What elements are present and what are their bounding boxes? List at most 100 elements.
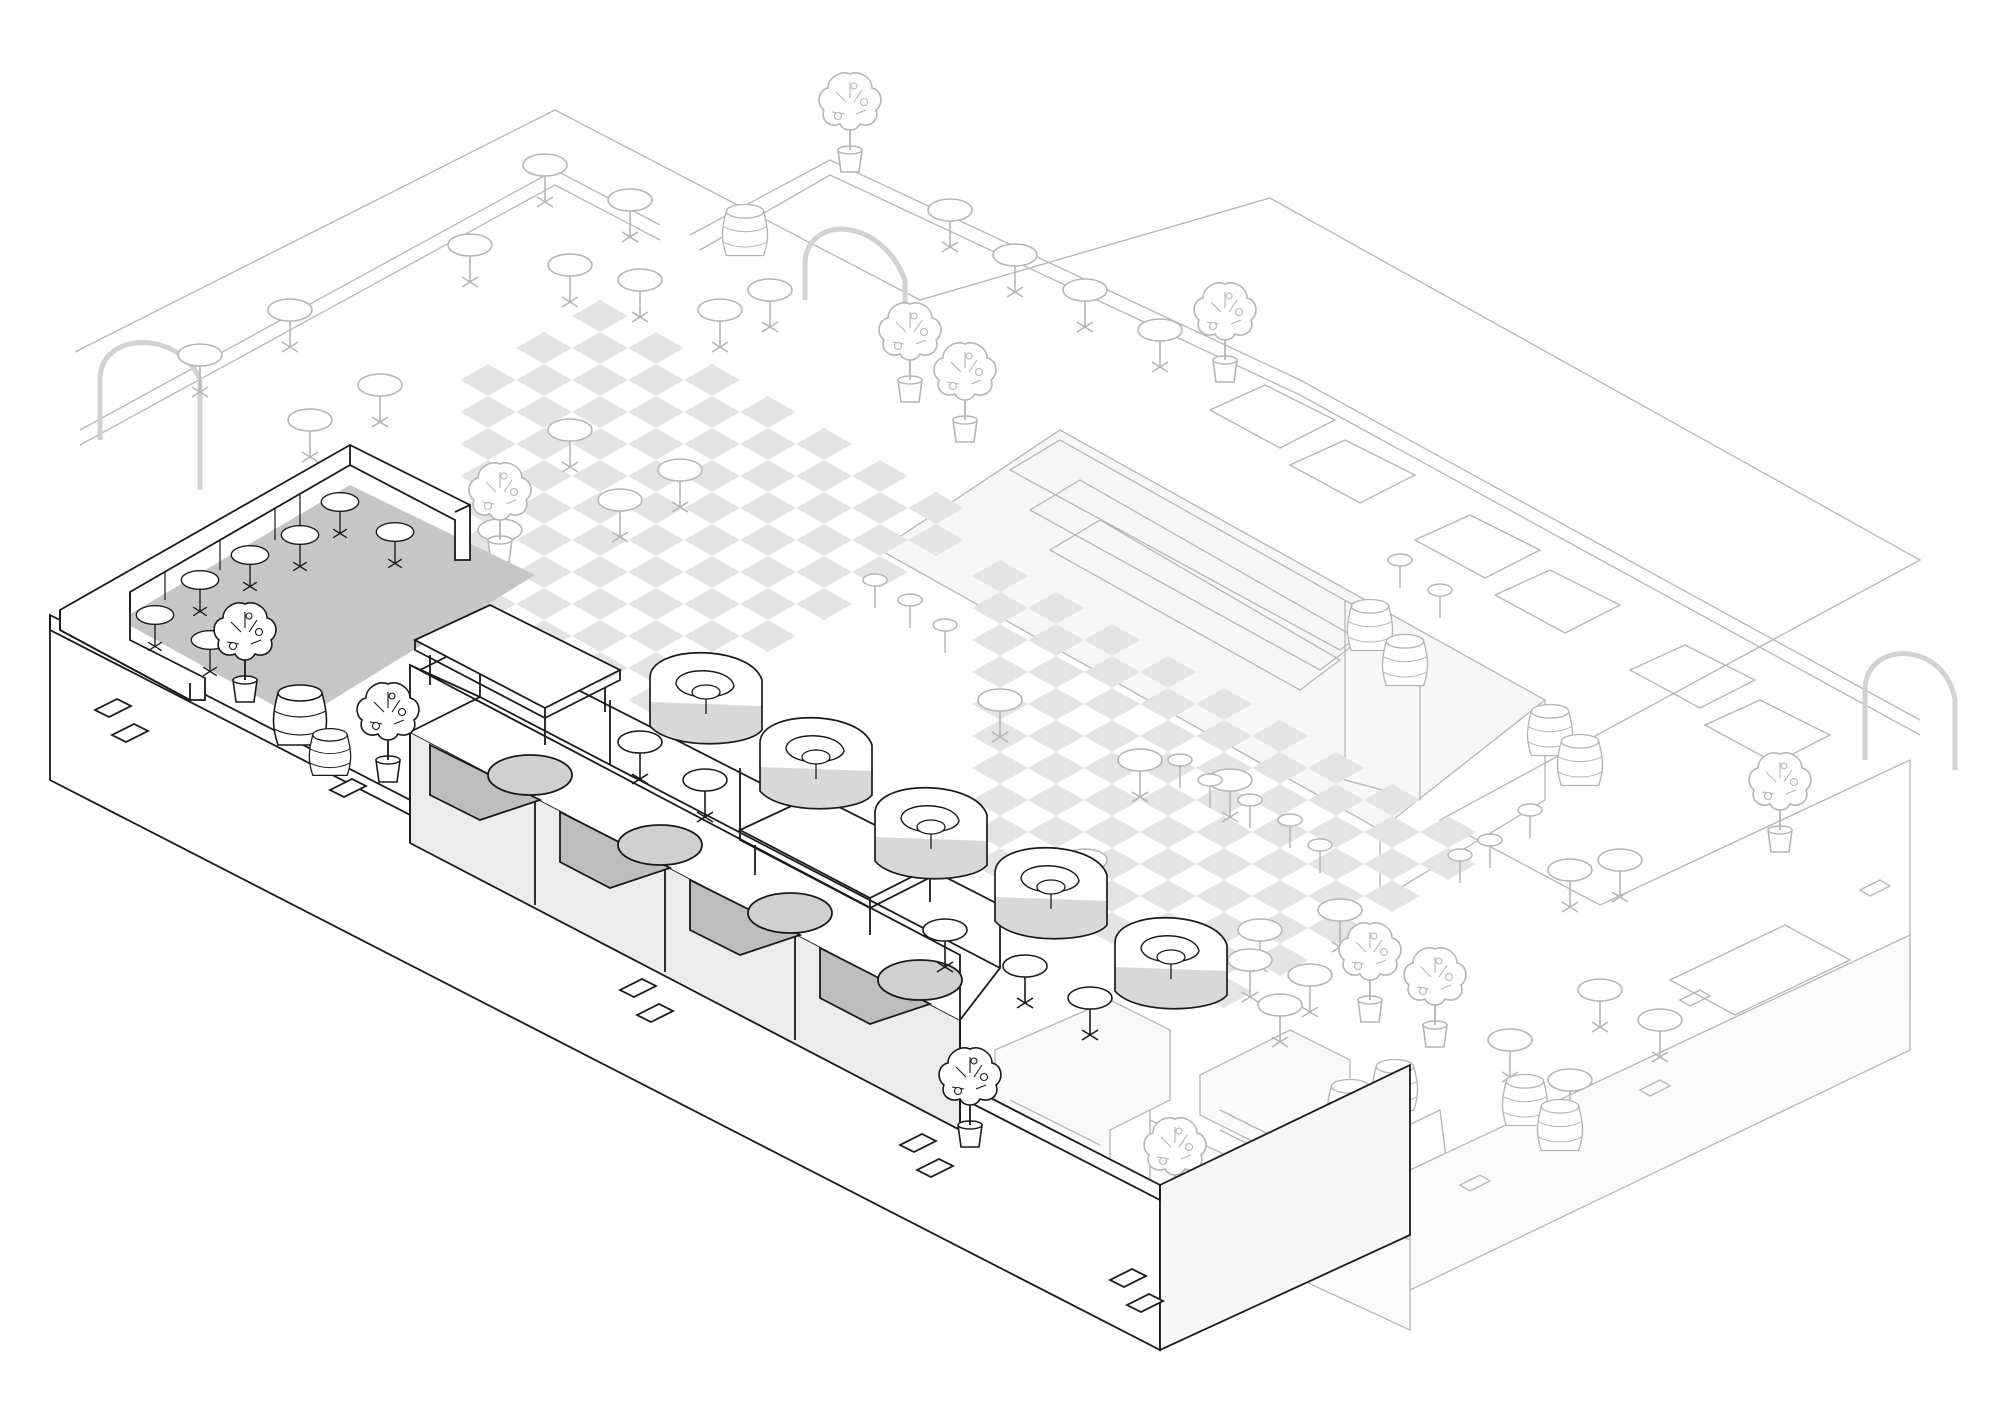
- ghost-stool: [1237, 793, 1263, 829]
- checker-tile: [1028, 656, 1084, 688]
- partition-glass-shadows: [429, 743, 933, 1025]
- ghost-potted-tree: [933, 342, 997, 443]
- checker-tile: [740, 556, 796, 588]
- checker-tile: [628, 524, 684, 556]
- checker-tile: [796, 428, 852, 460]
- checker-tile: [1140, 848, 1196, 880]
- checker-tile: [1252, 880, 1308, 912]
- checker-tile: [740, 396, 796, 428]
- ghost-stool: [1427, 583, 1453, 619]
- checker-tile: [684, 428, 740, 460]
- ghost-bistro-table: [1577, 978, 1623, 1033]
- lounge-floor: [120, 485, 535, 720]
- checker-tile: [628, 556, 684, 588]
- checker-tile: [684, 524, 740, 556]
- checker-tile: [460, 364, 516, 396]
- checker-tile: [516, 524, 572, 556]
- ghost-bistro-table: [1137, 318, 1183, 373]
- ghost-back-tables: [1208, 384, 1832, 764]
- checker-tile: [1084, 720, 1140, 752]
- lounge-bench: [59, 443, 471, 701]
- lounge-bench-seams: [164, 495, 301, 600]
- ghost-potted-tree: [1193, 282, 1257, 383]
- checker-tile: [1028, 816, 1084, 848]
- ghost-barrel: [1556, 733, 1604, 787]
- checker-tile: [516, 332, 572, 364]
- checker-tile: [628, 364, 684, 396]
- checker-tile: [852, 492, 908, 524]
- ghost-bistro-table: [447, 233, 493, 288]
- checker-tile: [1084, 688, 1140, 720]
- checker-tile: [972, 656, 1028, 688]
- ghost-bistro-table: [547, 253, 593, 308]
- ghost-bistro-table: [287, 408, 333, 463]
- checker-tile: [1252, 848, 1308, 880]
- checker-tile: [1084, 816, 1140, 848]
- ghost-stool: [932, 618, 958, 654]
- ghost-bistro-table: [747, 278, 793, 333]
- ghost-bistro-table: [992, 243, 1038, 298]
- checker-tile: [1420, 816, 1476, 848]
- ghost-slab-outline: [74, 109, 1922, 1252]
- checker-tile: [1308, 848, 1364, 880]
- checker-tile: [572, 460, 628, 492]
- checker-tile: [684, 364, 740, 396]
- ghost-stool: [1517, 803, 1543, 839]
- checker-tile: [628, 620, 684, 652]
- checker-tile: [516, 588, 572, 620]
- ghost-barrel: [1381, 633, 1429, 687]
- ghost-bistro-table: [1547, 858, 1593, 913]
- checker-tile: [1196, 880, 1252, 912]
- ghost-potted-tree: [818, 72, 882, 173]
- ghost-potted-tree: [1748, 752, 1812, 853]
- checker-tile: [1028, 688, 1084, 720]
- checker-tile: [972, 752, 1028, 784]
- ghost-bistro-table: [697, 298, 743, 353]
- checker-tile: [516, 364, 572, 396]
- checker-tile: [740, 588, 796, 620]
- barrel: [308, 727, 352, 777]
- checker-tile: [684, 620, 740, 652]
- checker-tile: [740, 620, 796, 652]
- checker-tile: [1028, 752, 1084, 784]
- partition-round-3: [747, 892, 833, 934]
- checker-tile: [1140, 880, 1196, 912]
- ghost-potted-tree: [1338, 922, 1402, 1023]
- lounge-bench-edges: [59, 445, 471, 702]
- ghost-potted-tree: [1403, 947, 1467, 1048]
- booth: [1114, 916, 1228, 1010]
- checker-tile: [628, 332, 684, 364]
- checker-tile: [1028, 784, 1084, 816]
- checker-tile: [740, 524, 796, 556]
- ghost-side-table: [1668, 924, 1852, 1016]
- ghost-bistro-table: [927, 198, 973, 253]
- partition-mullions: [409, 732, 961, 1130]
- checker-tile: [628, 588, 684, 620]
- partition-round-2: [617, 824, 703, 866]
- checker-tile: [572, 620, 628, 652]
- ghost-bistro-table: [1062, 278, 1108, 333]
- ghost-bistro-table: [617, 268, 663, 323]
- ghost-barrel: [1536, 1098, 1584, 1152]
- checker-tile: [1196, 848, 1252, 880]
- checker-tile: [628, 428, 684, 460]
- ghost-arch-center: [802, 226, 908, 340]
- checker-tile: [796, 588, 852, 620]
- checker-tile: [572, 364, 628, 396]
- bistro-table: [1002, 954, 1048, 1009]
- checker-tile: [1140, 816, 1196, 848]
- booth: [994, 846, 1108, 940]
- checker-tile: [684, 556, 740, 588]
- booth: [649, 651, 763, 745]
- brick-mark-2: [617, 977, 676, 1024]
- checker-tile: [1364, 880, 1420, 912]
- ghost-right-slab: [1409, 933, 1911, 1292]
- checker-tile: [460, 396, 516, 428]
- ghost-bistro-table: [1597, 848, 1643, 903]
- checker-tile: [460, 428, 516, 460]
- brick-mark-1: [92, 697, 151, 744]
- checker-tile: [796, 524, 852, 556]
- checker-tile: [1084, 784, 1140, 816]
